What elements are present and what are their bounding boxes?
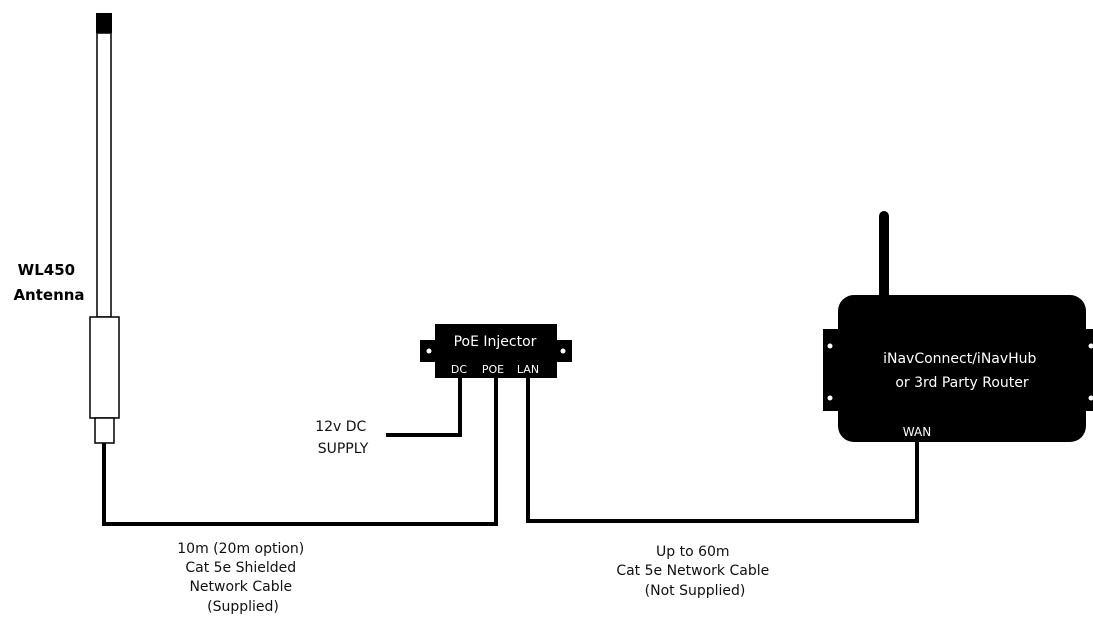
poe-injector-screw-right (560, 348, 566, 354)
antenna-body (89, 316, 120, 419)
router-label: iNavConnect/iNavHub or 3rd Party Router (883, 351, 1041, 391)
router-screw (827, 343, 833, 349)
antenna-tip (96, 13, 112, 33)
router-screw (827, 395, 833, 401)
router (823, 211, 1093, 442)
router-port-wan-label: WAN (903, 425, 931, 439)
router-antenna (879, 211, 889, 301)
cable-router-caption: Up to 60m Cat 5e Network Cable (Not Supp… (616, 544, 773, 599)
cable-antenna-to-poe (102, 372, 498, 526)
antenna-label: WL450 Antenna (13, 261, 84, 304)
cable-antenna-caption: 10m (20m option) Cat 5e Shielded Network… (177, 541, 308, 615)
poe-port-lan-label: LAN (517, 363, 539, 376)
cable-dc-supply (386, 372, 462, 437)
cable-lan-to-router (526, 372, 919, 523)
antenna (89, 13, 120, 444)
poe-port-dc-label: DC (451, 363, 467, 376)
poe-injector-screw-left (426, 348, 432, 354)
poe-injector (420, 324, 572, 378)
dc-supply-label: 12v DC SUPPLY (315, 419, 371, 457)
poe-injector-body (435, 324, 557, 378)
poe-injector-title: PoE Injector (454, 334, 537, 350)
router-body (838, 295, 1086, 442)
antenna-mast (96, 32, 112, 318)
antenna-connector (94, 417, 115, 444)
poe-port-poe-label: POE (482, 363, 504, 376)
router-screw (1088, 343, 1093, 349)
router-screw (1088, 395, 1093, 401)
